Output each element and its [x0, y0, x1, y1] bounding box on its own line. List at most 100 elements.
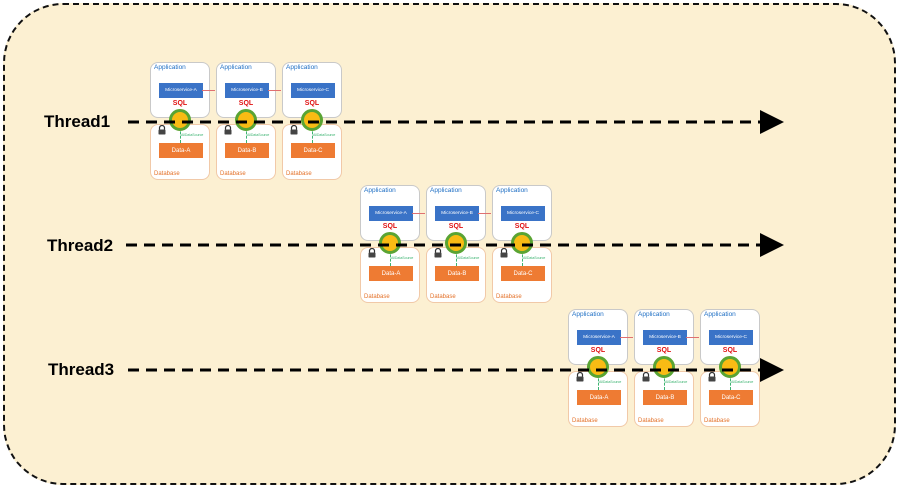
datasource-connector — [730, 374, 731, 390]
sql-label: SQL — [656, 347, 672, 354]
microservice-box[interactable]: Microservice-B — [643, 330, 687, 345]
datasource-connector — [390, 250, 391, 266]
lock-icon — [367, 245, 377, 258]
datasource-label: AllDataSource — [523, 256, 546, 260]
sql-label: SQL — [590, 347, 606, 354]
application-label: Application — [364, 187, 396, 194]
proxy-node-icon — [719, 356, 741, 378]
microservice-arrow — [686, 337, 699, 338]
datasource-label: AllDataSource — [665, 380, 688, 384]
application-label: Application — [572, 311, 604, 318]
datasource-connector — [456, 250, 457, 266]
microservice-arrow — [620, 337, 633, 338]
application-label: Application — [638, 311, 670, 318]
application-label: Application — [154, 64, 186, 71]
thread-label-1: Thread1 — [44, 112, 111, 131]
sql-label: SQL — [514, 223, 530, 230]
database-label: Database — [430, 294, 456, 300]
thread-label-3: Thread3 — [48, 360, 115, 379]
sql-label: SQL — [382, 223, 398, 230]
sql-label: SQL — [448, 223, 464, 230]
data-box[interactable]: Data-B — [643, 390, 687, 405]
data-box[interactable]: Data-B — [225, 143, 269, 158]
data-box[interactable]: Data-B — [435, 266, 479, 281]
application-label: Application — [430, 187, 462, 194]
application-label: Application — [496, 187, 528, 194]
datasource-connector — [246, 127, 247, 143]
lock-icon — [433, 245, 443, 258]
lock-icon — [575, 369, 585, 382]
database-label: Database — [364, 294, 390, 300]
datasource-label: AllDataSource — [313, 133, 336, 137]
datasource-connector — [598, 374, 599, 390]
datasource-label: AllDataSource — [731, 380, 754, 384]
database-label: Database — [154, 171, 180, 177]
datasource-connector — [180, 127, 181, 143]
data-box[interactable]: Data-C — [291, 143, 335, 158]
microservice-arrow — [268, 90, 281, 91]
proxy-node-icon — [169, 109, 191, 131]
microservice-box[interactable]: Microservice-B — [435, 206, 479, 221]
proxy-node-icon — [587, 356, 609, 378]
microservice-box[interactable]: Microservice-A — [369, 206, 413, 221]
lock-icon — [707, 369, 717, 382]
microservice-arrow — [478, 213, 491, 214]
data-box[interactable]: Data-C — [501, 266, 545, 281]
datasource-connector — [664, 374, 665, 390]
lock-icon — [289, 122, 299, 135]
data-box[interactable]: Data-A — [159, 143, 203, 158]
lock-icon — [157, 122, 167, 135]
sql-label: SQL — [238, 100, 254, 107]
lock-icon — [641, 369, 651, 382]
proxy-node-icon — [653, 356, 675, 378]
datasource-connector — [312, 127, 313, 143]
proxy-node-icon — [301, 109, 323, 131]
microservice-box[interactable]: Microservice-A — [577, 330, 621, 345]
database-label: Database — [638, 418, 664, 424]
application-label: Application — [220, 64, 252, 71]
proxy-node-icon — [511, 232, 533, 254]
datasource-connector — [522, 250, 523, 266]
data-box[interactable]: Data-C — [709, 390, 753, 405]
database-label: Database — [572, 418, 598, 424]
datasource-label: AllDataSource — [247, 133, 270, 137]
sql-label: SQL — [304, 100, 320, 107]
sql-label: SQL — [172, 100, 188, 107]
application-label: Application — [286, 64, 318, 71]
datasource-label: AllDataSource — [181, 133, 204, 137]
microservice-box[interactable]: Microservice-A — [159, 83, 203, 98]
datasource-label: AllDataSource — [599, 380, 622, 384]
lock-icon — [223, 122, 233, 135]
database-label: Database — [286, 171, 312, 177]
microservice-box[interactable]: Microservice-C — [291, 83, 335, 98]
microservice-box[interactable]: Microservice-C — [501, 206, 545, 221]
proxy-node-icon — [379, 232, 401, 254]
database-label: Database — [220, 171, 246, 177]
datasource-label: AllDataSource — [391, 256, 414, 260]
microservice-box[interactable]: Microservice-C — [709, 330, 753, 345]
microservice-box[interactable]: Microservice-B — [225, 83, 269, 98]
microservice-arrow — [412, 213, 425, 214]
proxy-node-icon — [235, 109, 257, 131]
data-box[interactable]: Data-A — [577, 390, 621, 405]
application-label: Application — [704, 311, 736, 318]
lock-icon — [499, 245, 509, 258]
datasource-label: AllDataSource — [457, 256, 480, 260]
proxy-node-icon — [445, 232, 467, 254]
database-label: Database — [496, 294, 522, 300]
sql-label: SQL — [722, 347, 738, 354]
database-label: Database — [704, 418, 730, 424]
microservice-arrow — [202, 90, 215, 91]
data-box[interactable]: Data-A — [369, 266, 413, 281]
